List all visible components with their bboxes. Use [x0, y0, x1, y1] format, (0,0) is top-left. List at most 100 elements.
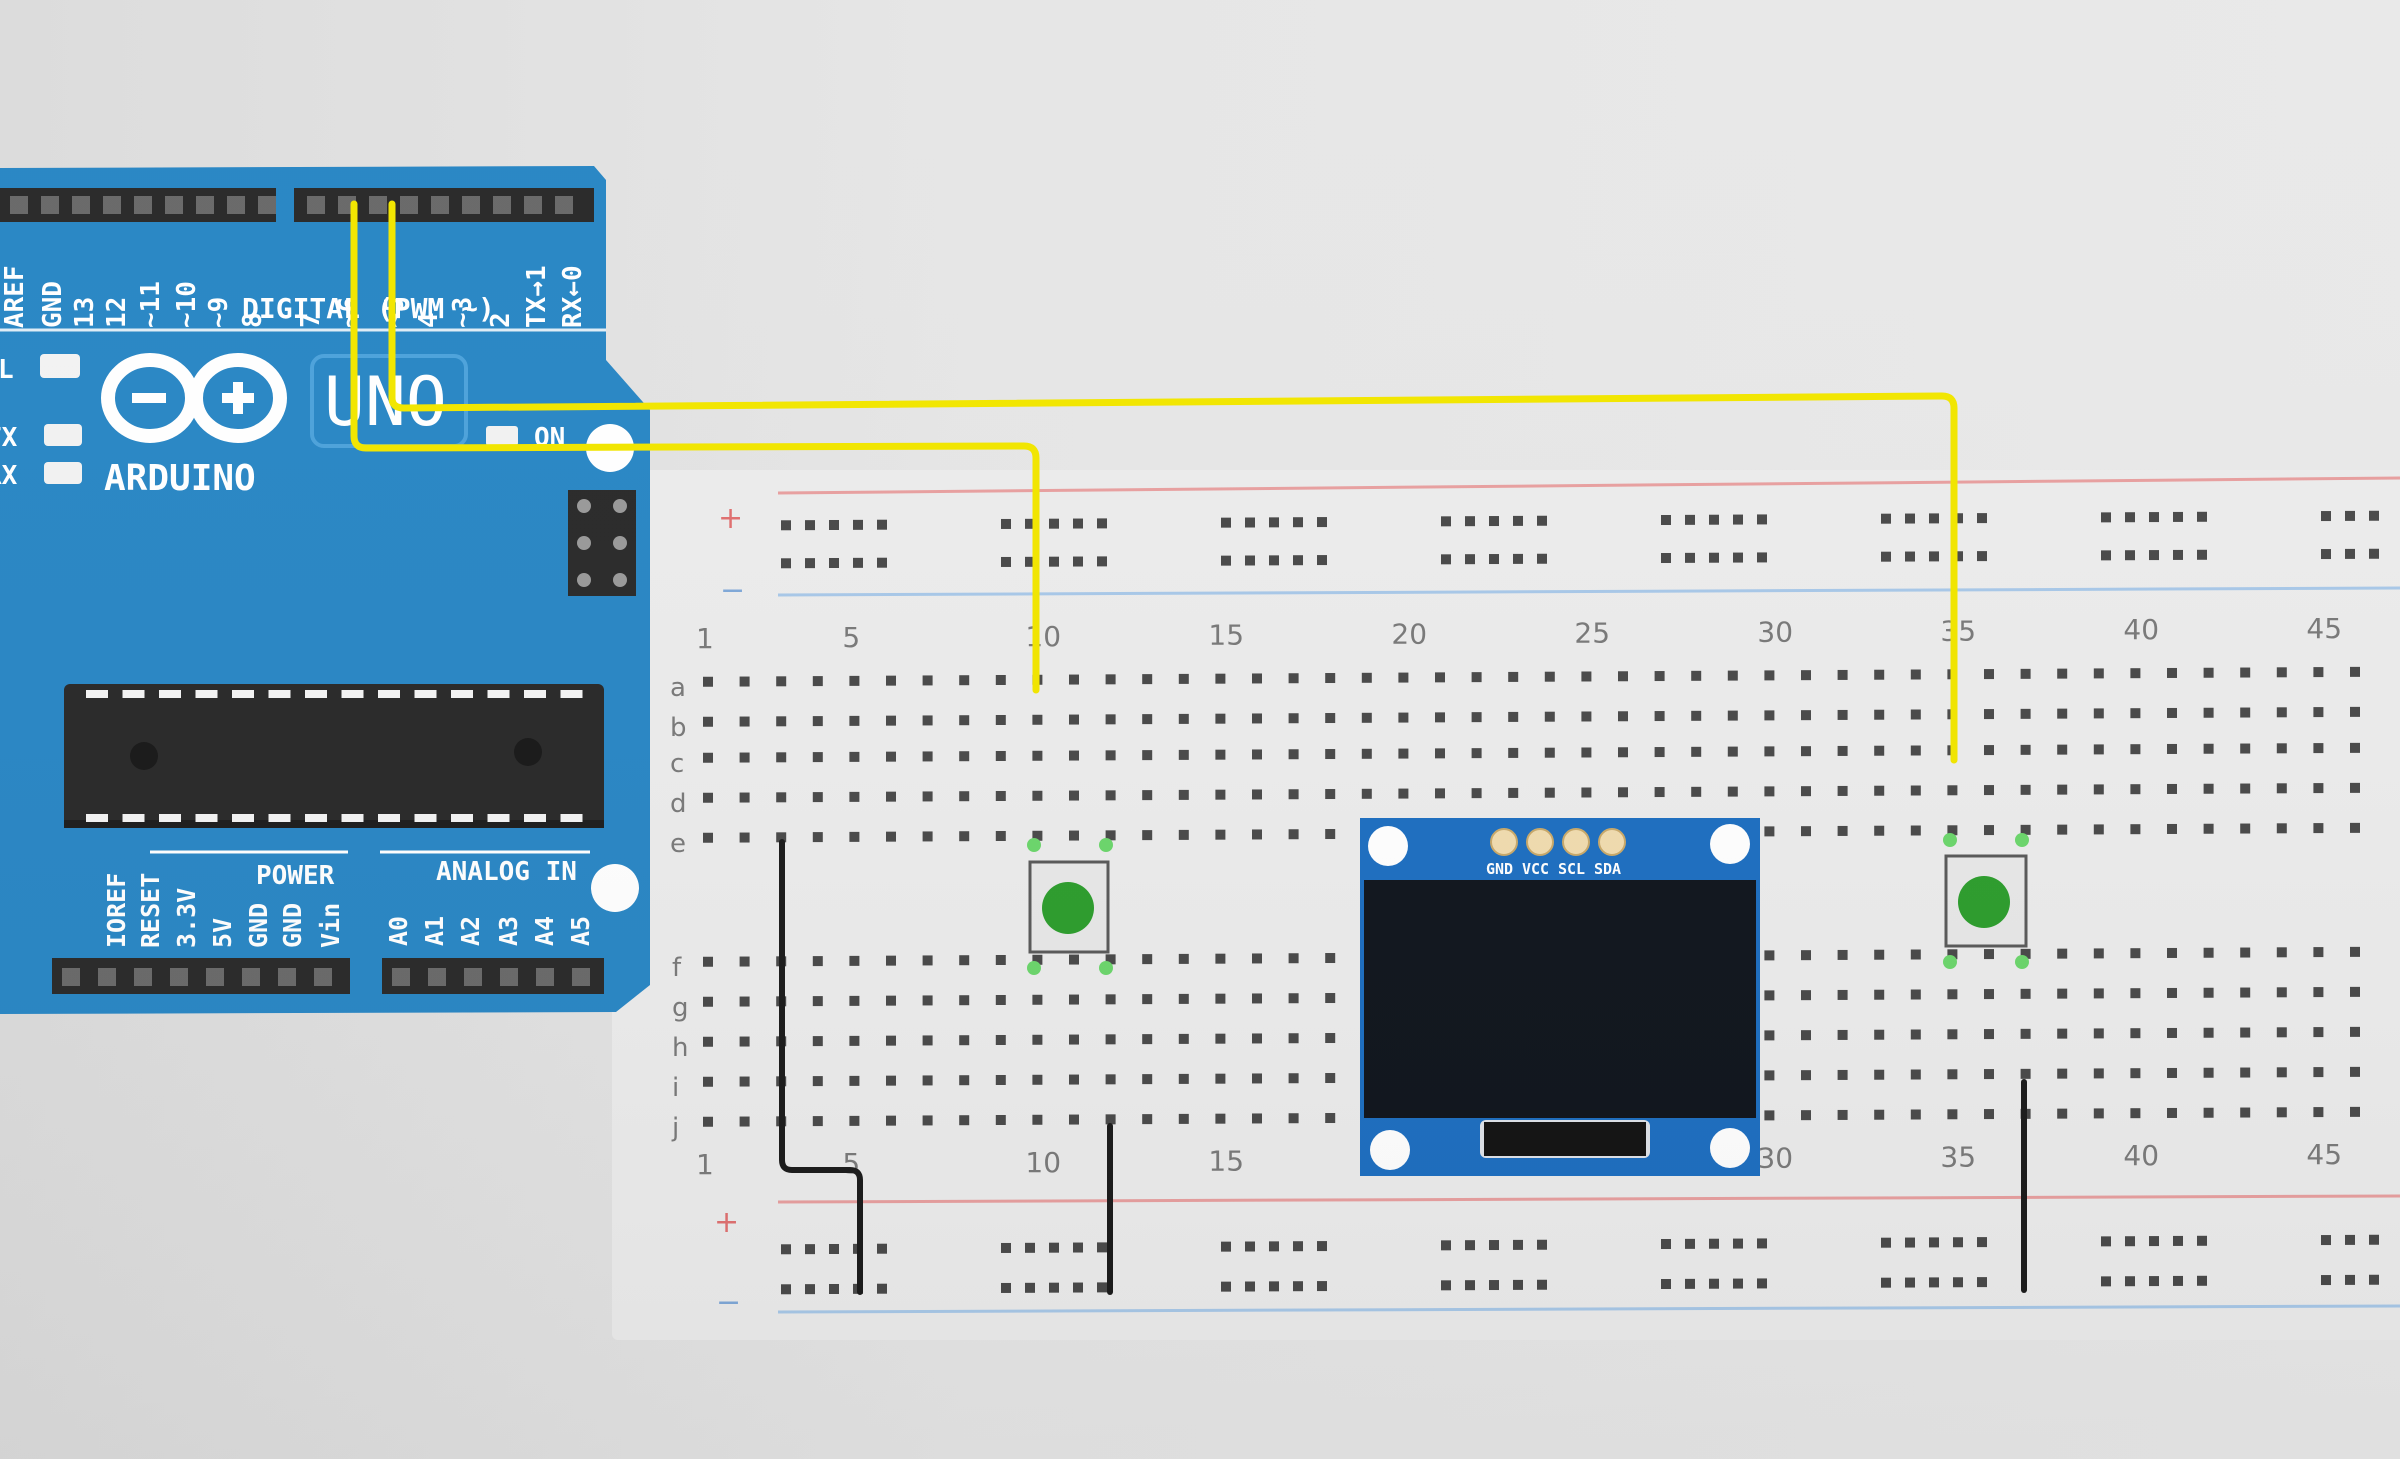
breadboard-hole[interactable]	[739, 956, 750, 967]
breadboard-hole[interactable]	[1025, 1282, 1035, 1293]
breadboard-hole[interactable]	[877, 519, 887, 530]
breadboard-hole[interactable]	[1905, 1277, 1915, 1288]
oled-pin[interactable]	[1598, 828, 1626, 856]
breadboard-hole[interactable]	[2093, 824, 2104, 835]
breadboard-hole[interactable]	[1269, 1281, 1279, 1292]
breadboard-hole[interactable]	[959, 995, 970, 1006]
breadboard-hole[interactable]	[2276, 987, 2287, 998]
digital-pin-socket[interactable]	[165, 196, 183, 214]
breadboard-hole[interactable]	[2240, 1027, 2251, 1038]
digital-pin-socket[interactable]	[431, 196, 449, 214]
breadboard-hole[interactable]	[2369, 510, 2379, 521]
breadboard-hole[interactable]	[1215, 749, 1226, 760]
breadboard-hole[interactable]	[1105, 994, 1116, 1005]
breadboard-hole[interactable]	[1874, 1069, 1885, 1080]
breadboard-hole[interactable]	[739, 1116, 750, 1127]
breadboard-hole[interactable]	[1837, 825, 1848, 836]
breadboard-hole[interactable]	[1764, 1070, 1775, 1081]
breadboard-hole[interactable]	[2057, 824, 2068, 835]
breadboard-hole[interactable]	[2167, 667, 2177, 678]
breadboard-hole[interactable]	[1465, 554, 1475, 565]
breadboard-hole[interactable]	[2125, 550, 2135, 561]
breadboard-hole[interactable]	[2313, 707, 2324, 718]
breadboard-hole[interactable]	[1977, 1277, 1987, 1288]
breadboard-hole[interactable]	[1757, 1238, 1767, 1249]
breadboard-hole[interactable]	[2149, 1236, 2159, 1247]
breadboard-hole[interactable]	[2149, 512, 2159, 523]
breadboard-hole[interactable]	[1361, 712, 1372, 723]
breadboard-hole[interactable]	[739, 716, 750, 727]
breadboard-hole[interactable]	[1801, 670, 1811, 681]
power-pin-socket[interactable]	[134, 968, 152, 986]
breadboard-hole[interactable]	[1837, 949, 1848, 960]
breadboard-hole[interactable]	[1874, 745, 1885, 756]
breadboard-hole[interactable]	[1685, 1238, 1695, 1249]
breadboard-hole[interactable]	[2240, 947, 2251, 958]
breadboard-hole[interactable]	[1489, 1280, 1499, 1291]
digital-pin-socket[interactable]	[369, 196, 387, 214]
digital-pin-socket[interactable]	[134, 196, 152, 214]
breadboard-hole[interactable]	[2276, 1067, 2287, 1078]
breadboard-hole[interactable]	[1910, 989, 1921, 1000]
breadboard-hole[interactable]	[886, 1115, 896, 1126]
breadboard-hole[interactable]	[2057, 1028, 2068, 1039]
breadboard-hole[interactable]	[1953, 1277, 1963, 1288]
breadboard-hole[interactable]	[1252, 993, 1262, 1004]
breadboard-hole[interactable]	[1049, 556, 1059, 567]
breadboard-hole[interactable]	[812, 752, 823, 763]
breadboard-hole[interactable]	[2240, 743, 2251, 754]
breadboard-hole[interactable]	[1325, 673, 1336, 684]
breadboard-hole[interactable]	[1508, 671, 1519, 682]
breadboard-hole[interactable]	[877, 1283, 887, 1294]
breadboard-hole[interactable]	[1398, 712, 1409, 723]
breadboard-hole[interactable]	[1097, 1242, 1107, 1253]
breadboard-hole[interactable]	[2350, 1066, 2360, 1077]
breadboard-hole[interactable]	[1361, 788, 1372, 799]
breadboard-hole[interactable]	[1069, 1034, 1079, 1045]
breadboard-hole[interactable]	[2350, 822, 2360, 833]
breadboard-hole[interactable]	[1801, 1110, 1811, 1121]
breadboard-hole[interactable]	[739, 1076, 750, 1087]
breadboard-hole[interactable]	[1544, 671, 1555, 682]
breadboard-hole[interactable]	[1293, 1241, 1303, 1252]
breadboard-hole[interactable]	[2167, 823, 2177, 834]
breadboard-hole[interactable]	[995, 1074, 1006, 1085]
breadboard-hole[interactable]	[995, 830, 1006, 841]
breadboard-hole[interactable]	[805, 1244, 815, 1255]
breadboard-hole[interactable]	[1757, 1278, 1767, 1289]
breadboard-hole[interactable]	[853, 557, 863, 568]
breadboard-hole[interactable]	[2197, 549, 2207, 560]
breadboard-hole[interactable]	[1325, 1073, 1336, 1084]
breadboard-hole[interactable]	[703, 1036, 713, 1047]
breadboard-hole[interactable]	[1325, 1033, 1336, 1044]
breadboard-hole[interactable]	[959, 1035, 970, 1046]
breadboard-hole[interactable]	[2130, 784, 2141, 795]
breadboard-hole[interactable]	[1325, 713, 1336, 724]
breadboard-hole[interactable]	[1361, 748, 1372, 759]
breadboard-hole[interactable]	[703, 832, 713, 843]
breadboard-hole[interactable]	[1221, 555, 1231, 566]
breadboard-hole[interactable]	[1215, 713, 1226, 724]
breadboard-hole[interactable]	[1178, 953, 1189, 964]
breadboard-hole[interactable]	[2130, 708, 2141, 719]
breadboard-hole[interactable]	[1537, 1279, 1547, 1290]
breadboard-hole[interactable]	[1654, 787, 1665, 798]
breadboard-hole[interactable]	[995, 714, 1006, 725]
breadboard-hole[interactable]	[849, 715, 860, 726]
breadboard-hole[interactable]	[849, 791, 860, 802]
breadboard-hole[interactable]	[2203, 743, 2214, 754]
analog-pin-socket[interactable]	[572, 968, 590, 986]
breadboard-hole[interactable]	[781, 558, 791, 569]
breadboard-hole[interactable]	[1105, 1034, 1116, 1045]
breadboard-hole[interactable]	[2057, 1068, 2068, 1079]
breadboard-hole[interactable]	[1398, 788, 1409, 799]
power-pin-socket[interactable]	[170, 968, 188, 986]
breadboard-hole[interactable]	[2203, 947, 2214, 958]
breadboard-hole[interactable]	[1685, 1278, 1695, 1289]
breadboard-hole[interactable]	[1325, 829, 1336, 840]
breadboard-hole[interactable]	[1069, 954, 1079, 965]
oled-pin[interactable]	[1490, 828, 1518, 856]
breadboard-hole[interactable]	[1435, 712, 1445, 723]
breadboard-hole[interactable]	[1032, 1114, 1043, 1125]
power-pin-socket[interactable]	[206, 968, 224, 986]
